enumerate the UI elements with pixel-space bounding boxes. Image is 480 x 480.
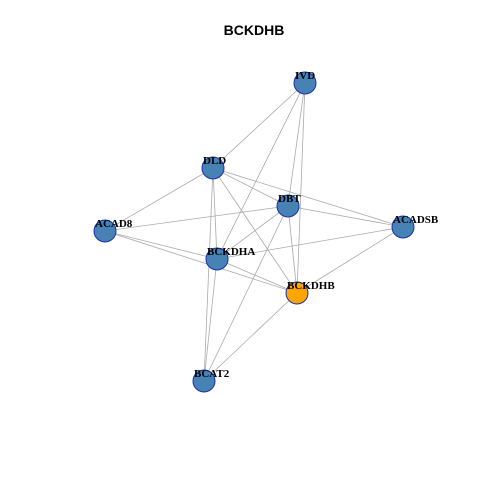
node-label-bckdhb: BCKDHB xyxy=(287,280,335,292)
edge-dld-acad8 xyxy=(104,167,214,232)
edge-dbt-acad8 xyxy=(104,205,289,232)
node-dld xyxy=(201,156,225,180)
edge-bckdha-bcat2 xyxy=(203,258,218,382)
node-bcat2 xyxy=(192,369,216,393)
edge-ivd-dld xyxy=(212,82,306,169)
node-label-acad8: ACAD8 xyxy=(95,218,133,230)
edge-bckdha-bckdhb xyxy=(216,258,298,294)
edge-dbt-bckdhb xyxy=(287,205,298,294)
node-acad8 xyxy=(93,219,117,243)
node-acadsb xyxy=(391,215,415,239)
diagram-title: BCKDHB xyxy=(224,22,285,38)
node-label-bcat2: BCAT2 xyxy=(194,368,230,380)
node-label-dbt: DBT xyxy=(278,193,301,205)
edge-acad8-bckdhb xyxy=(104,230,298,294)
node-layer xyxy=(93,71,415,393)
edge-dbt-bckdha xyxy=(216,205,289,260)
node-label-acadsb: ACADSB xyxy=(393,214,439,226)
edge-acad8-bckdha xyxy=(104,230,218,260)
node-bckdhb xyxy=(285,281,309,305)
node-label-dld: DLD xyxy=(203,155,226,167)
edge-ivd-bckdha xyxy=(216,82,306,260)
node-label-bckdha: BCKDHA xyxy=(207,246,255,258)
edge-dbt-acadsb xyxy=(287,205,404,228)
label-layer: IVD DLD DBT ACAD8 ACADSB BCKDHA BCKDHB BCAT2 xyxy=(95,70,439,380)
edge-dld-acadsb xyxy=(212,167,404,228)
edge-layer xyxy=(104,82,404,382)
edge-dld-bcat2 xyxy=(203,167,214,382)
edge-dbt-bcat2 xyxy=(203,205,289,382)
edge-ivd-dbt xyxy=(287,82,306,207)
edge-bckdhb-bcat2 xyxy=(203,292,298,382)
edge-ivd-bckdhb xyxy=(296,82,306,294)
node-ivd xyxy=(293,71,317,95)
node-dbt xyxy=(276,194,300,218)
edge-dld-bckdha xyxy=(212,167,218,260)
edge-acadsb-bckdhb xyxy=(296,226,404,294)
edge-dld-dbt xyxy=(212,167,289,207)
node-label-ivd: IVD xyxy=(295,70,315,82)
edge-acadsb-bckdha xyxy=(216,226,404,260)
node-bckdha xyxy=(205,247,229,271)
